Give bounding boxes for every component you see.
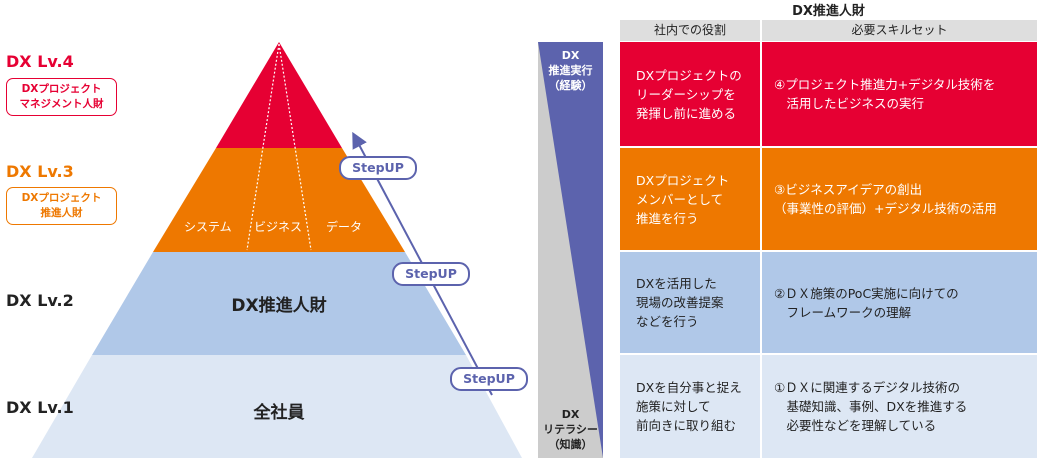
- stepup-badge-2: StepUP: [392, 262, 470, 286]
- pyramid-lv1-label: 全社員: [253, 403, 305, 423]
- table-row-role: DXを活用した 現場の改善提案 などを行う: [620, 252, 760, 353]
- level-label-lv2: DX Lv.2: [6, 291, 74, 310]
- wedge-bottom-text: DX リテラシー （知識）: [543, 408, 598, 451]
- table-row-role: DXを自分事と捉え 施策に対して 前向きに取り組む: [620, 355, 760, 458]
- level-label-lv4: DX Lv.4: [6, 52, 74, 71]
- stepup-badge-1: StepUP: [339, 156, 417, 180]
- pyramid-lv2-label: DX推進人財: [231, 296, 327, 316]
- wedge-top-text: DX 推進実行 （経験）: [548, 49, 593, 92]
- pyramid-col-business: ビジネス: [254, 220, 303, 234]
- level-box-lv3: DXプロジェクト 推進人財: [6, 187, 117, 225]
- execution-wedge: [538, 42, 603, 458]
- level-label-lv3: DX Lv.3: [6, 162, 74, 181]
- table-row-role: DXプロジェクト メンバーとして 推進を行う: [620, 148, 760, 250]
- pyramid-divider-left: [246, 43, 280, 251]
- level-box-lv4: DXプロジェクト マネジメント人財: [6, 78, 117, 116]
- pyramid-tier-lv2: [92, 252, 466, 355]
- pyramid-tier-lv4: [216, 42, 342, 148]
- pyramid-col-data: データ: [326, 220, 363, 234]
- table-row-skill: ②ＤＸ施策のPoC実施に向けての フレームワークの理解: [762, 252, 1037, 353]
- table-row-skill: ①ＤＸに関連するデジタル技術の 基礎知識、事例、DXを推進する 必要性などを理解…: [762, 355, 1037, 458]
- level-label-lv1: DX Lv.1: [6, 398, 74, 417]
- table-header-role: 社内での役割: [620, 20, 760, 41]
- table-title: DX推進人財: [792, 4, 865, 19]
- pyramid-divider-right: [278, 43, 312, 251]
- pyramid-tier-lv1: [32, 355, 522, 458]
- table-row-role: DXプロジェクトの リーダーシップを 発揮し前に進める: [620, 42, 760, 146]
- table-row-skill: ③ビジネスアイデアの創出 （事業性の評価）+デジタル技術の活用: [762, 148, 1037, 250]
- table-row-skill: ④プロジェクト推進力+デジタル技術を 活用したビジネスの実行: [762, 42, 1037, 146]
- stepup-badge-3: StepUP: [450, 367, 528, 391]
- pyramid-col-system: システム: [184, 220, 232, 234]
- table-header-skill: 必要スキルセット: [762, 20, 1037, 41]
